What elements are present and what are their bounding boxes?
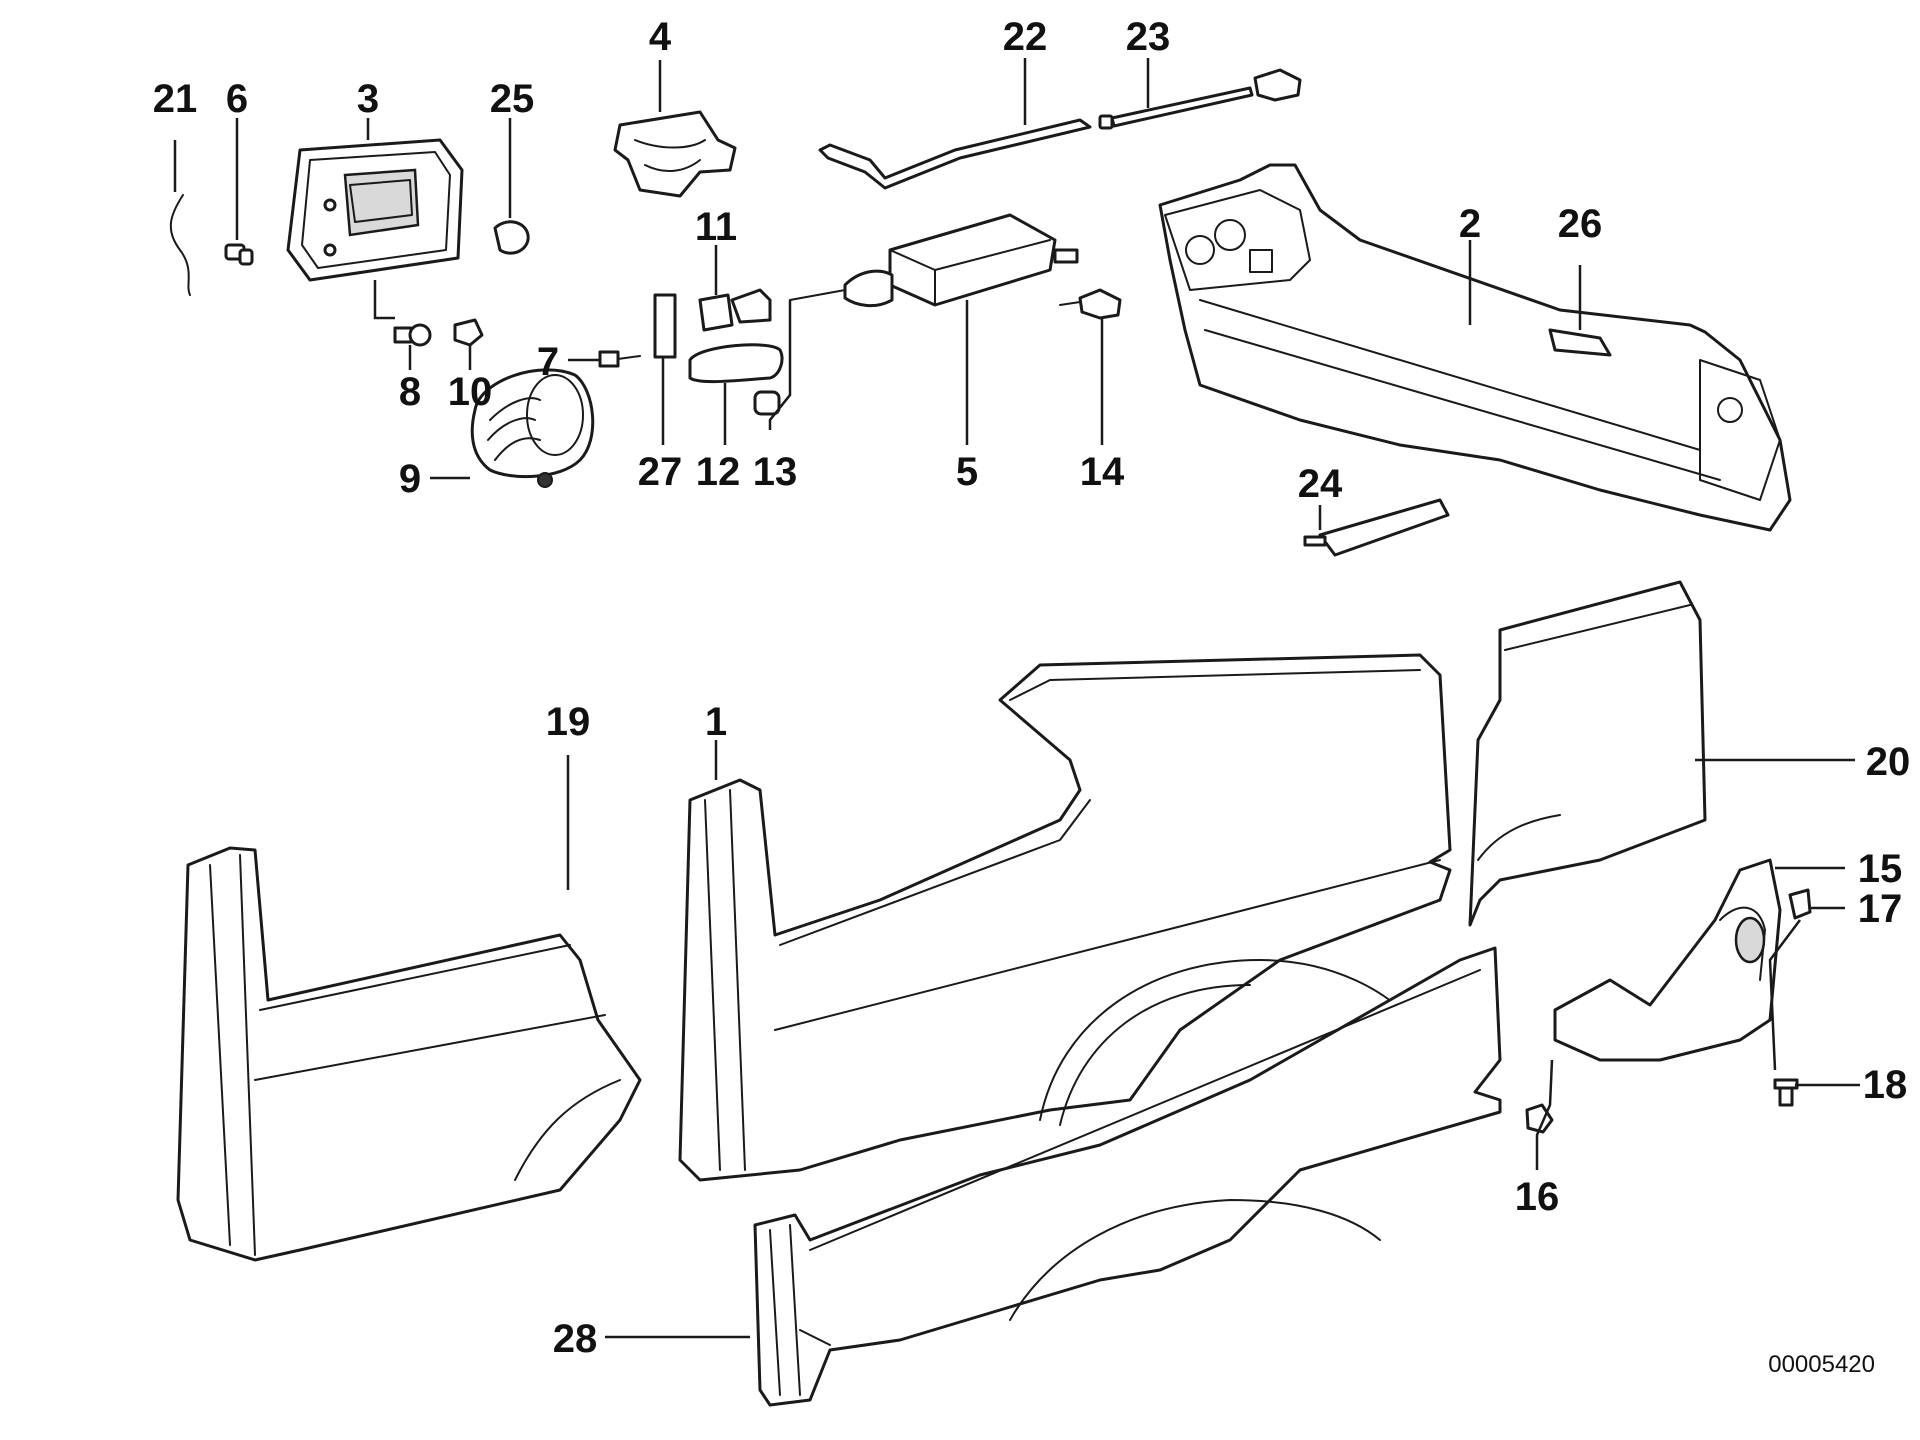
part-9-boot xyxy=(470,368,595,488)
document-number: 00005420 xyxy=(1768,1351,1875,1378)
part-2-rear-panel xyxy=(1158,163,1792,532)
part-15-bracket xyxy=(1553,858,1782,1062)
callout-8: 8 xyxy=(399,370,421,414)
part-21-wire-clip xyxy=(169,194,191,296)
callout-27: 27 xyxy=(638,450,683,494)
part-1-quarter-panel xyxy=(678,653,1452,1182)
callout-6: 6 xyxy=(226,77,248,121)
part-10-nut xyxy=(453,318,484,347)
callout-5: 5 xyxy=(956,450,978,494)
callout-26: 26 xyxy=(1558,202,1603,246)
callout-13: 13 xyxy=(753,450,798,494)
callout-18: 18 xyxy=(1863,1063,1908,1107)
callout-10: 10 xyxy=(448,370,493,414)
part-12-bushing xyxy=(688,343,784,384)
part-24-trim xyxy=(1303,498,1450,557)
part-14-screw xyxy=(1059,288,1122,320)
part-17-clip xyxy=(1788,888,1812,920)
part-13-grommet xyxy=(753,390,781,416)
part-3-filler-housing xyxy=(286,138,464,282)
callout-19: 19 xyxy=(546,700,591,744)
part-6-grommet xyxy=(224,243,254,266)
part-23-cable xyxy=(1098,68,1302,130)
callout-23: 23 xyxy=(1126,15,1171,59)
callout-25: 25 xyxy=(490,77,535,121)
callout-9: 9 xyxy=(399,457,421,501)
callout-15: 15 xyxy=(1858,847,1903,891)
part-5-actuator xyxy=(789,213,1079,308)
callout-1: 1 xyxy=(705,700,727,744)
part-25-knob xyxy=(493,220,530,255)
part-28-lower-panel xyxy=(753,946,1502,1407)
part-8-bolt xyxy=(393,323,432,347)
callout-22: 22 xyxy=(1003,15,1048,59)
part-26-badge xyxy=(1548,328,1612,357)
callout-4: 4 xyxy=(649,15,672,59)
callout-7: 7 xyxy=(537,340,559,384)
part-22-cable xyxy=(818,118,1092,190)
callout-14: 14 xyxy=(1080,450,1125,494)
callout-28: 28 xyxy=(553,1317,598,1361)
callout-20: 20 xyxy=(1866,740,1911,784)
callout-3: 3 xyxy=(357,77,379,121)
part-7-bolt xyxy=(598,350,641,368)
callout-16: 16 xyxy=(1515,1175,1560,1219)
part-20-panel xyxy=(1468,580,1707,927)
callout-11: 11 xyxy=(695,205,737,249)
leader-lines xyxy=(173,58,1860,1339)
part-11-clip xyxy=(698,288,772,332)
part-19-door-panel xyxy=(176,846,642,1262)
part-4-bracket xyxy=(613,110,737,198)
callout-2: 2 xyxy=(1459,202,1481,246)
callout-24: 24 xyxy=(1298,462,1343,506)
part-18-screw xyxy=(1773,1078,1799,1107)
part-27-bracket xyxy=(653,293,677,359)
callout-labels: 21 6 3 25 4 22 23 2 26 11 7 8 10 9 27 12… xyxy=(153,15,1911,1378)
callout-21: 21 xyxy=(153,77,198,121)
callout-17: 17 xyxy=(1858,887,1903,931)
callout-12: 12 xyxy=(696,450,741,494)
